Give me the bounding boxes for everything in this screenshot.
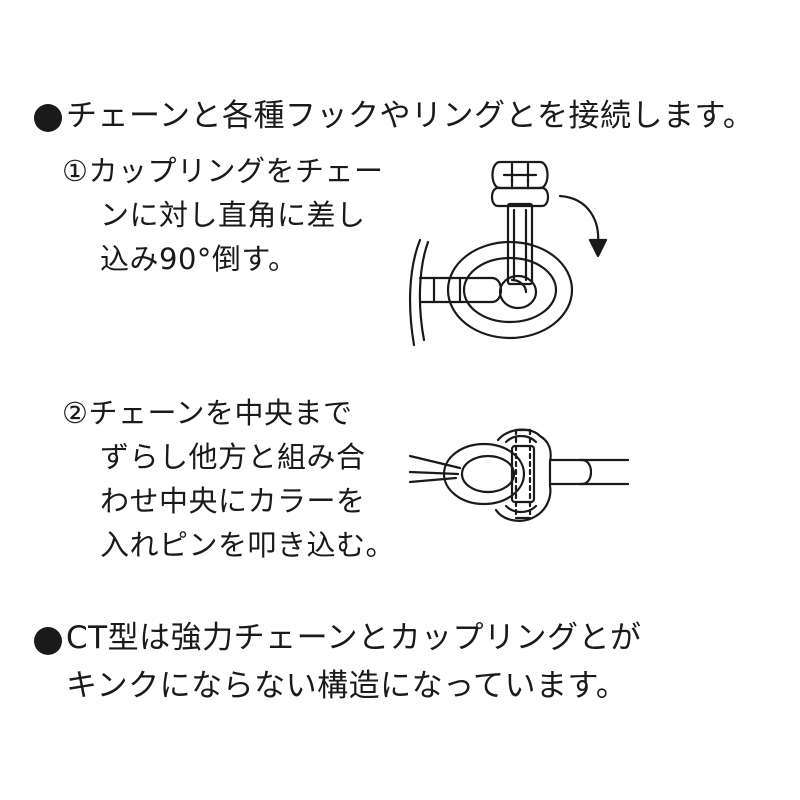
coupling-insert-illustration [400, 140, 640, 360]
bullet-icon [34, 104, 62, 132]
section2-line-2: キンクにならない構造になっています。 [66, 668, 628, 704]
step2-line-3: わせ中央にカラーを [100, 484, 366, 518]
step2-line-1: ②チェーンを中央まで [62, 396, 353, 430]
step1-line-2: ンに対し直角に差し [100, 198, 366, 232]
step1-line-1: ①カップリングをチェー [62, 154, 384, 188]
step2-line-2: ずらし他方と組み合 [100, 440, 366, 474]
section1-text: チェーンと各種フックやリングとを接続します。 [66, 98, 755, 134]
step2-line-4: 入れピンを叩き込む。 [100, 528, 396, 562]
bullet-icon [34, 627, 62, 655]
coupling-assembled-illustration [400, 412, 640, 552]
section2-line-1: CT型は強力チェーンとカップリングとが [66, 620, 642, 656]
step1-line-3: 込み90°倒す。 [100, 242, 298, 276]
